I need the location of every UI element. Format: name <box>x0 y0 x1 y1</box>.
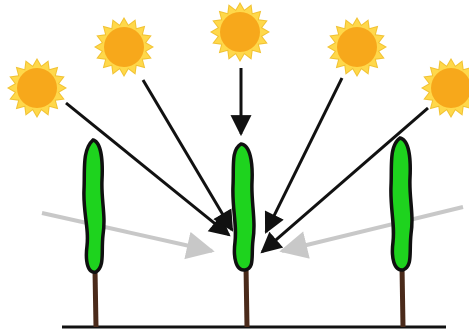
tree-left <box>84 140 104 327</box>
tree-trunk <box>95 270 96 327</box>
sun-icon <box>328 18 386 76</box>
sun-disc <box>337 27 377 67</box>
tree-foliage <box>233 144 254 270</box>
sun-disc <box>104 27 144 67</box>
sun-icon <box>211 3 269 61</box>
tree-foliage <box>84 140 104 272</box>
sun-icon <box>422 59 469 117</box>
suns <box>8 3 469 117</box>
tree-center <box>233 144 254 327</box>
scattered-ray-left <box>42 213 212 251</box>
sun-disc <box>17 68 57 108</box>
tree-trunk <box>402 266 403 327</box>
tree-trunk <box>246 266 247 327</box>
sun-disc <box>220 12 260 52</box>
direct-ray-2 <box>143 80 232 230</box>
sun-icon <box>95 18 153 76</box>
tree-foliage <box>391 138 412 270</box>
direct-ray-4 <box>266 78 342 232</box>
tree-right <box>391 138 412 327</box>
sun-icon <box>8 59 66 117</box>
scattered-ray-right <box>282 207 463 251</box>
